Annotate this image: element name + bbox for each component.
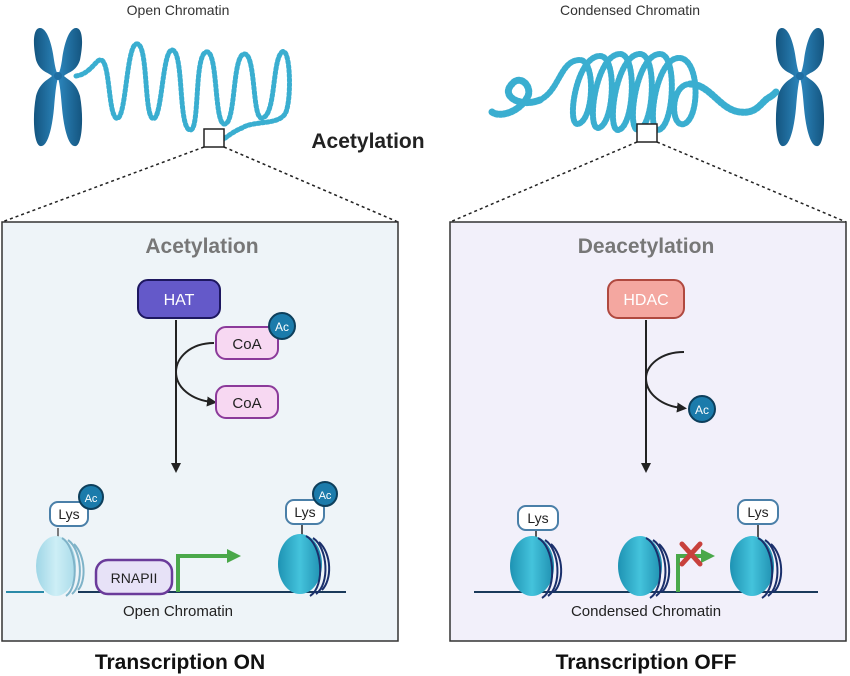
acetylation-panel: Acetylation HAT CoA Ac CoA Lys Ac xyxy=(1,221,399,642)
ac-badge-left-1 xyxy=(78,484,104,510)
hat-box xyxy=(137,279,221,319)
lys-box-left-2 xyxy=(285,499,325,525)
acetylation-caption: Open Chromatin xyxy=(123,603,233,620)
coa-free-label: CoA xyxy=(232,395,261,412)
transcription-on-arrow xyxy=(176,549,241,592)
rnapii-label: RNAPII xyxy=(111,570,158,586)
right-zoom-line-left xyxy=(449,141,638,223)
ac-badge-released-label: Ac xyxy=(695,403,709,417)
lys-box-right-1 xyxy=(517,505,559,531)
ac-badge-left-2 xyxy=(312,481,338,507)
deacetylation-panel-title: Deacetylation xyxy=(578,235,715,258)
transcription-on-label: Transcription ON xyxy=(95,651,265,674)
block-x-icon xyxy=(679,541,703,567)
top-left-label: Open Chromatin xyxy=(127,2,230,18)
coa-acetyl-box xyxy=(215,326,279,360)
transcription-off-label: Transcription OFF xyxy=(556,651,737,674)
coa-release-arrow xyxy=(174,342,217,407)
lys-label-left-1: Lys xyxy=(58,506,79,522)
ac-release-arrow xyxy=(644,351,687,413)
lys-label-right-1: Lys xyxy=(527,510,548,526)
right-nucleosome-2 xyxy=(618,536,671,599)
lys-box-right-2 xyxy=(737,499,779,525)
coa-acetyl-label: CoA xyxy=(232,336,261,353)
deacetylation-caption: Condensed Chromatin xyxy=(571,603,721,620)
lys-label-right-2: Lys xyxy=(747,504,768,520)
open-chromatin-strand xyxy=(73,41,292,143)
left-nucleosome-faint xyxy=(36,528,85,597)
hdac-label: HDAC xyxy=(623,292,668,309)
transcription-blocked-arrow xyxy=(676,549,715,592)
hat-label: HAT xyxy=(164,292,195,309)
ac-badge-released xyxy=(688,395,716,423)
lys-label-left-2: Lys xyxy=(294,504,315,520)
right-chromosome-icon xyxy=(775,28,825,147)
ac-badge-coa-label: Ac xyxy=(275,320,289,334)
right-nucleosome-3 xyxy=(730,522,783,599)
right-coiled-chromatin xyxy=(488,50,780,134)
left-nucleosome-right xyxy=(278,522,331,597)
rnapii-box xyxy=(94,558,174,596)
deacetylation-panel: Deacetylation HDAC Ac Lys xyxy=(449,221,847,642)
left-zoom-box xyxy=(203,128,225,148)
coa-free-box xyxy=(215,385,279,419)
hdac-box xyxy=(607,279,685,319)
top-right-label: Condensed Chromatin xyxy=(560,2,700,18)
right-zoom-box xyxy=(636,123,658,143)
acetylation-panel-title: Acetylation xyxy=(145,235,258,258)
right-zoom-line-right xyxy=(656,141,847,223)
left-zoom-line-right xyxy=(223,146,399,223)
ac-badge-left-1-label: Ac xyxy=(85,493,98,505)
lys-box-left-1 xyxy=(49,501,89,527)
left-chromosome-icon xyxy=(33,28,83,147)
top-center-label: Acetylation xyxy=(311,130,424,153)
right-nucleosome-1 xyxy=(510,528,563,599)
ac-badge-coa xyxy=(268,312,296,340)
left-zoom-line-left xyxy=(1,146,205,223)
ac-badge-left-2-label: Ac xyxy=(319,490,332,502)
